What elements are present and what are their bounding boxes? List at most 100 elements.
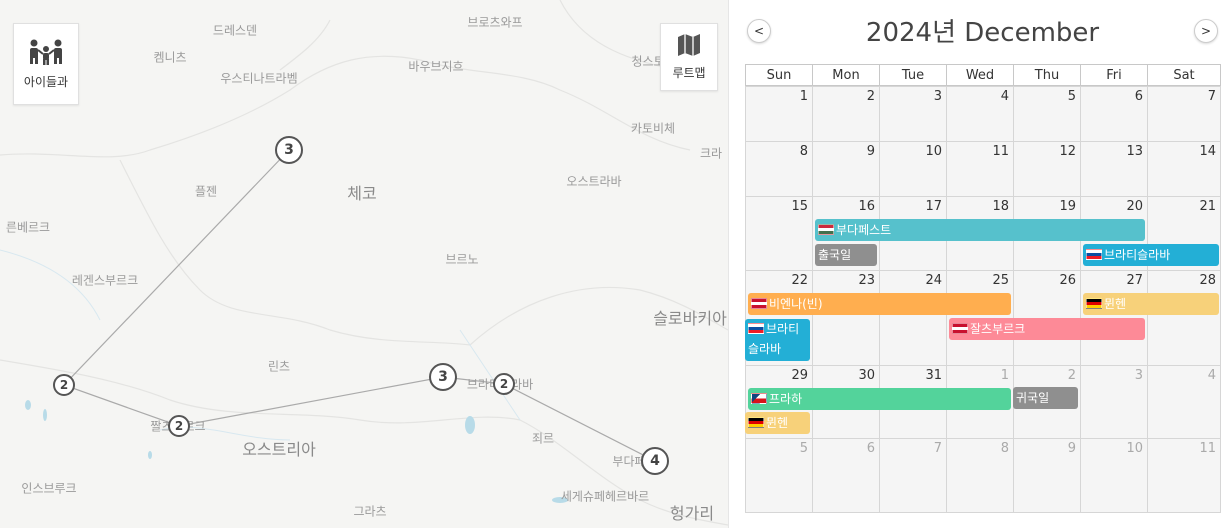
day-number: 19 xyxy=(1059,199,1076,214)
weekday-header: Sat xyxy=(1147,64,1221,86)
kids-button[interactable]: 아이들과 xyxy=(13,23,79,105)
day-cell[interactable]: 5 xyxy=(745,438,813,513)
map-place-label: 바우브지흐 xyxy=(408,59,464,74)
weekday-header: Thu xyxy=(1013,64,1081,86)
day-number: 10 xyxy=(925,144,942,159)
day-cell[interactable]: 12 xyxy=(1013,141,1081,197)
day-cell[interactable]: 15 xyxy=(745,196,813,271)
day-number: 9 xyxy=(866,144,875,159)
day-cell[interactable]: 5 xyxy=(1013,86,1081,142)
day-cell[interactable]: 9 xyxy=(1013,438,1081,513)
day-cell[interactable]: 11 xyxy=(1147,438,1221,513)
day-cell[interactable]: 6 xyxy=(812,438,880,513)
prev-month-button[interactable]: < xyxy=(747,19,771,43)
day-number: 8 xyxy=(799,144,808,159)
calendar-event[interactable]: 비엔나(빈) xyxy=(748,293,1011,315)
hungary-flag-icon xyxy=(818,224,834,235)
day-number: 20 xyxy=(1126,199,1143,214)
map-place-label: 레겐스부르크 xyxy=(71,273,139,288)
day-cell[interactable]: 24 xyxy=(879,270,947,366)
route-marker[interactable]: 2 xyxy=(493,373,515,395)
day-cell[interactable]: 10 xyxy=(1080,438,1148,513)
map-place-label: 그라츠 xyxy=(353,504,387,519)
day-cell[interactable]: 2 xyxy=(812,86,880,142)
germany-flag-icon xyxy=(1086,298,1102,309)
calendar-event[interactable]: 뮌헨 xyxy=(1083,293,1219,315)
day-number: 15 xyxy=(791,199,808,214)
day-number: 7 xyxy=(933,441,942,456)
route-marker[interactable]: 3 xyxy=(429,363,457,391)
day-cell[interactable]: 11 xyxy=(946,141,1014,197)
day-number: 17 xyxy=(925,199,942,214)
day-number: 5 xyxy=(799,441,808,456)
map-canvas[interactable] xyxy=(0,0,728,528)
calendar-event[interactable]: 브라티슬라바 xyxy=(1083,244,1219,266)
next-month-button[interactable]: > xyxy=(1194,19,1218,43)
slovakia-flag-icon xyxy=(1086,249,1102,260)
kids-button-label: 아이들과 xyxy=(23,74,69,89)
map-place-label: 헝가리 xyxy=(669,504,715,523)
family-icon xyxy=(30,39,62,65)
day-cell[interactable]: 1 xyxy=(745,86,813,142)
day-cell[interactable]: 6 xyxy=(1080,86,1148,142)
calendar-event[interactable]: 부다페스트 xyxy=(815,219,1145,241)
panel-divider xyxy=(728,0,729,528)
day-number: 7 xyxy=(1207,89,1216,104)
day-cell[interactable]: 7 xyxy=(879,438,947,513)
calendar-event-label: 프라하 xyxy=(769,392,803,406)
calendar-event-label: 잘츠부르크 xyxy=(970,322,1026,336)
day-number: 9 xyxy=(1067,441,1076,456)
map-place-label: 세게슈페헤르바르 xyxy=(560,489,650,504)
calendar-event-label: 브라티슬라바 xyxy=(1104,248,1171,262)
day-cell[interactable]: 8 xyxy=(946,438,1014,513)
map-place-label: 플젠 xyxy=(194,184,218,199)
calendar-event[interactable]: 브라티슬라바 xyxy=(745,319,810,361)
day-cell[interactable]: 3 xyxy=(1080,365,1148,439)
calendar-header: < 2024년 December > xyxy=(745,16,1220,54)
map-place-label: 인스브루크 xyxy=(21,481,77,496)
weekday-header: Wed xyxy=(946,64,1014,86)
day-cell[interactable]: 28 xyxy=(1147,270,1221,366)
weekday-header: Fri xyxy=(1080,64,1148,86)
calendar-event[interactable]: 뮌헨 xyxy=(745,412,810,434)
calendar-event-label: 출국일 xyxy=(818,248,852,262)
day-number: 29 xyxy=(791,368,808,383)
day-cell[interactable]: 7 xyxy=(1147,86,1221,142)
day-number: 14 xyxy=(1199,144,1216,159)
day-cell[interactable]: 4 xyxy=(1147,365,1221,439)
day-cell[interactable]: 4 xyxy=(946,86,1014,142)
map-place-label: 죄르 xyxy=(531,431,555,446)
calendar-event-label: 뮌헨 xyxy=(1104,297,1127,311)
route-marker[interactable]: 2 xyxy=(168,415,190,437)
day-cell[interactable]: 23 xyxy=(812,270,880,366)
day-number: 6 xyxy=(1134,89,1143,104)
slovakia-flag-icon xyxy=(748,323,764,334)
calendar-event-label: 뮌헨 xyxy=(766,416,789,430)
calendar-month: December xyxy=(964,18,1100,48)
calendar-event[interactable]: 프라하 xyxy=(748,388,1011,410)
calendar-title: 2024년 December xyxy=(745,16,1220,50)
route-marker[interactable]: 4 xyxy=(641,447,669,475)
map-place-label: 청스토 xyxy=(631,54,665,69)
calendar-event[interactable]: 귀국일 xyxy=(1013,387,1078,409)
map-place-label: 크라 xyxy=(699,146,723,161)
calendar-event[interactable]: 출국일 xyxy=(815,244,877,266)
day-cell[interactable]: 8 xyxy=(745,141,813,197)
day-cell[interactable]: 13 xyxy=(1080,141,1148,197)
route-marker[interactable]: 3 xyxy=(275,136,303,164)
map-place-label: 른베르크 xyxy=(5,220,51,235)
czech-flag-icon xyxy=(751,393,767,404)
day-number: 1 xyxy=(1000,368,1009,383)
day-cell[interactable]: 10 xyxy=(879,141,947,197)
day-cell[interactable]: 14 xyxy=(1147,141,1221,197)
day-number: 26 xyxy=(1059,273,1076,288)
calendar-event[interactable]: 잘츠부르크 xyxy=(949,318,1145,340)
day-cell[interactable]: 3 xyxy=(879,86,947,142)
day-cell[interactable]: 9 xyxy=(812,141,880,197)
route-marker[interactable]: 2 xyxy=(53,374,75,396)
route-lines xyxy=(62,149,656,462)
day-number: 13 xyxy=(1126,144,1143,159)
day-number: 3 xyxy=(933,89,942,104)
route-map-button[interactable]: 루트맵 xyxy=(660,23,718,91)
